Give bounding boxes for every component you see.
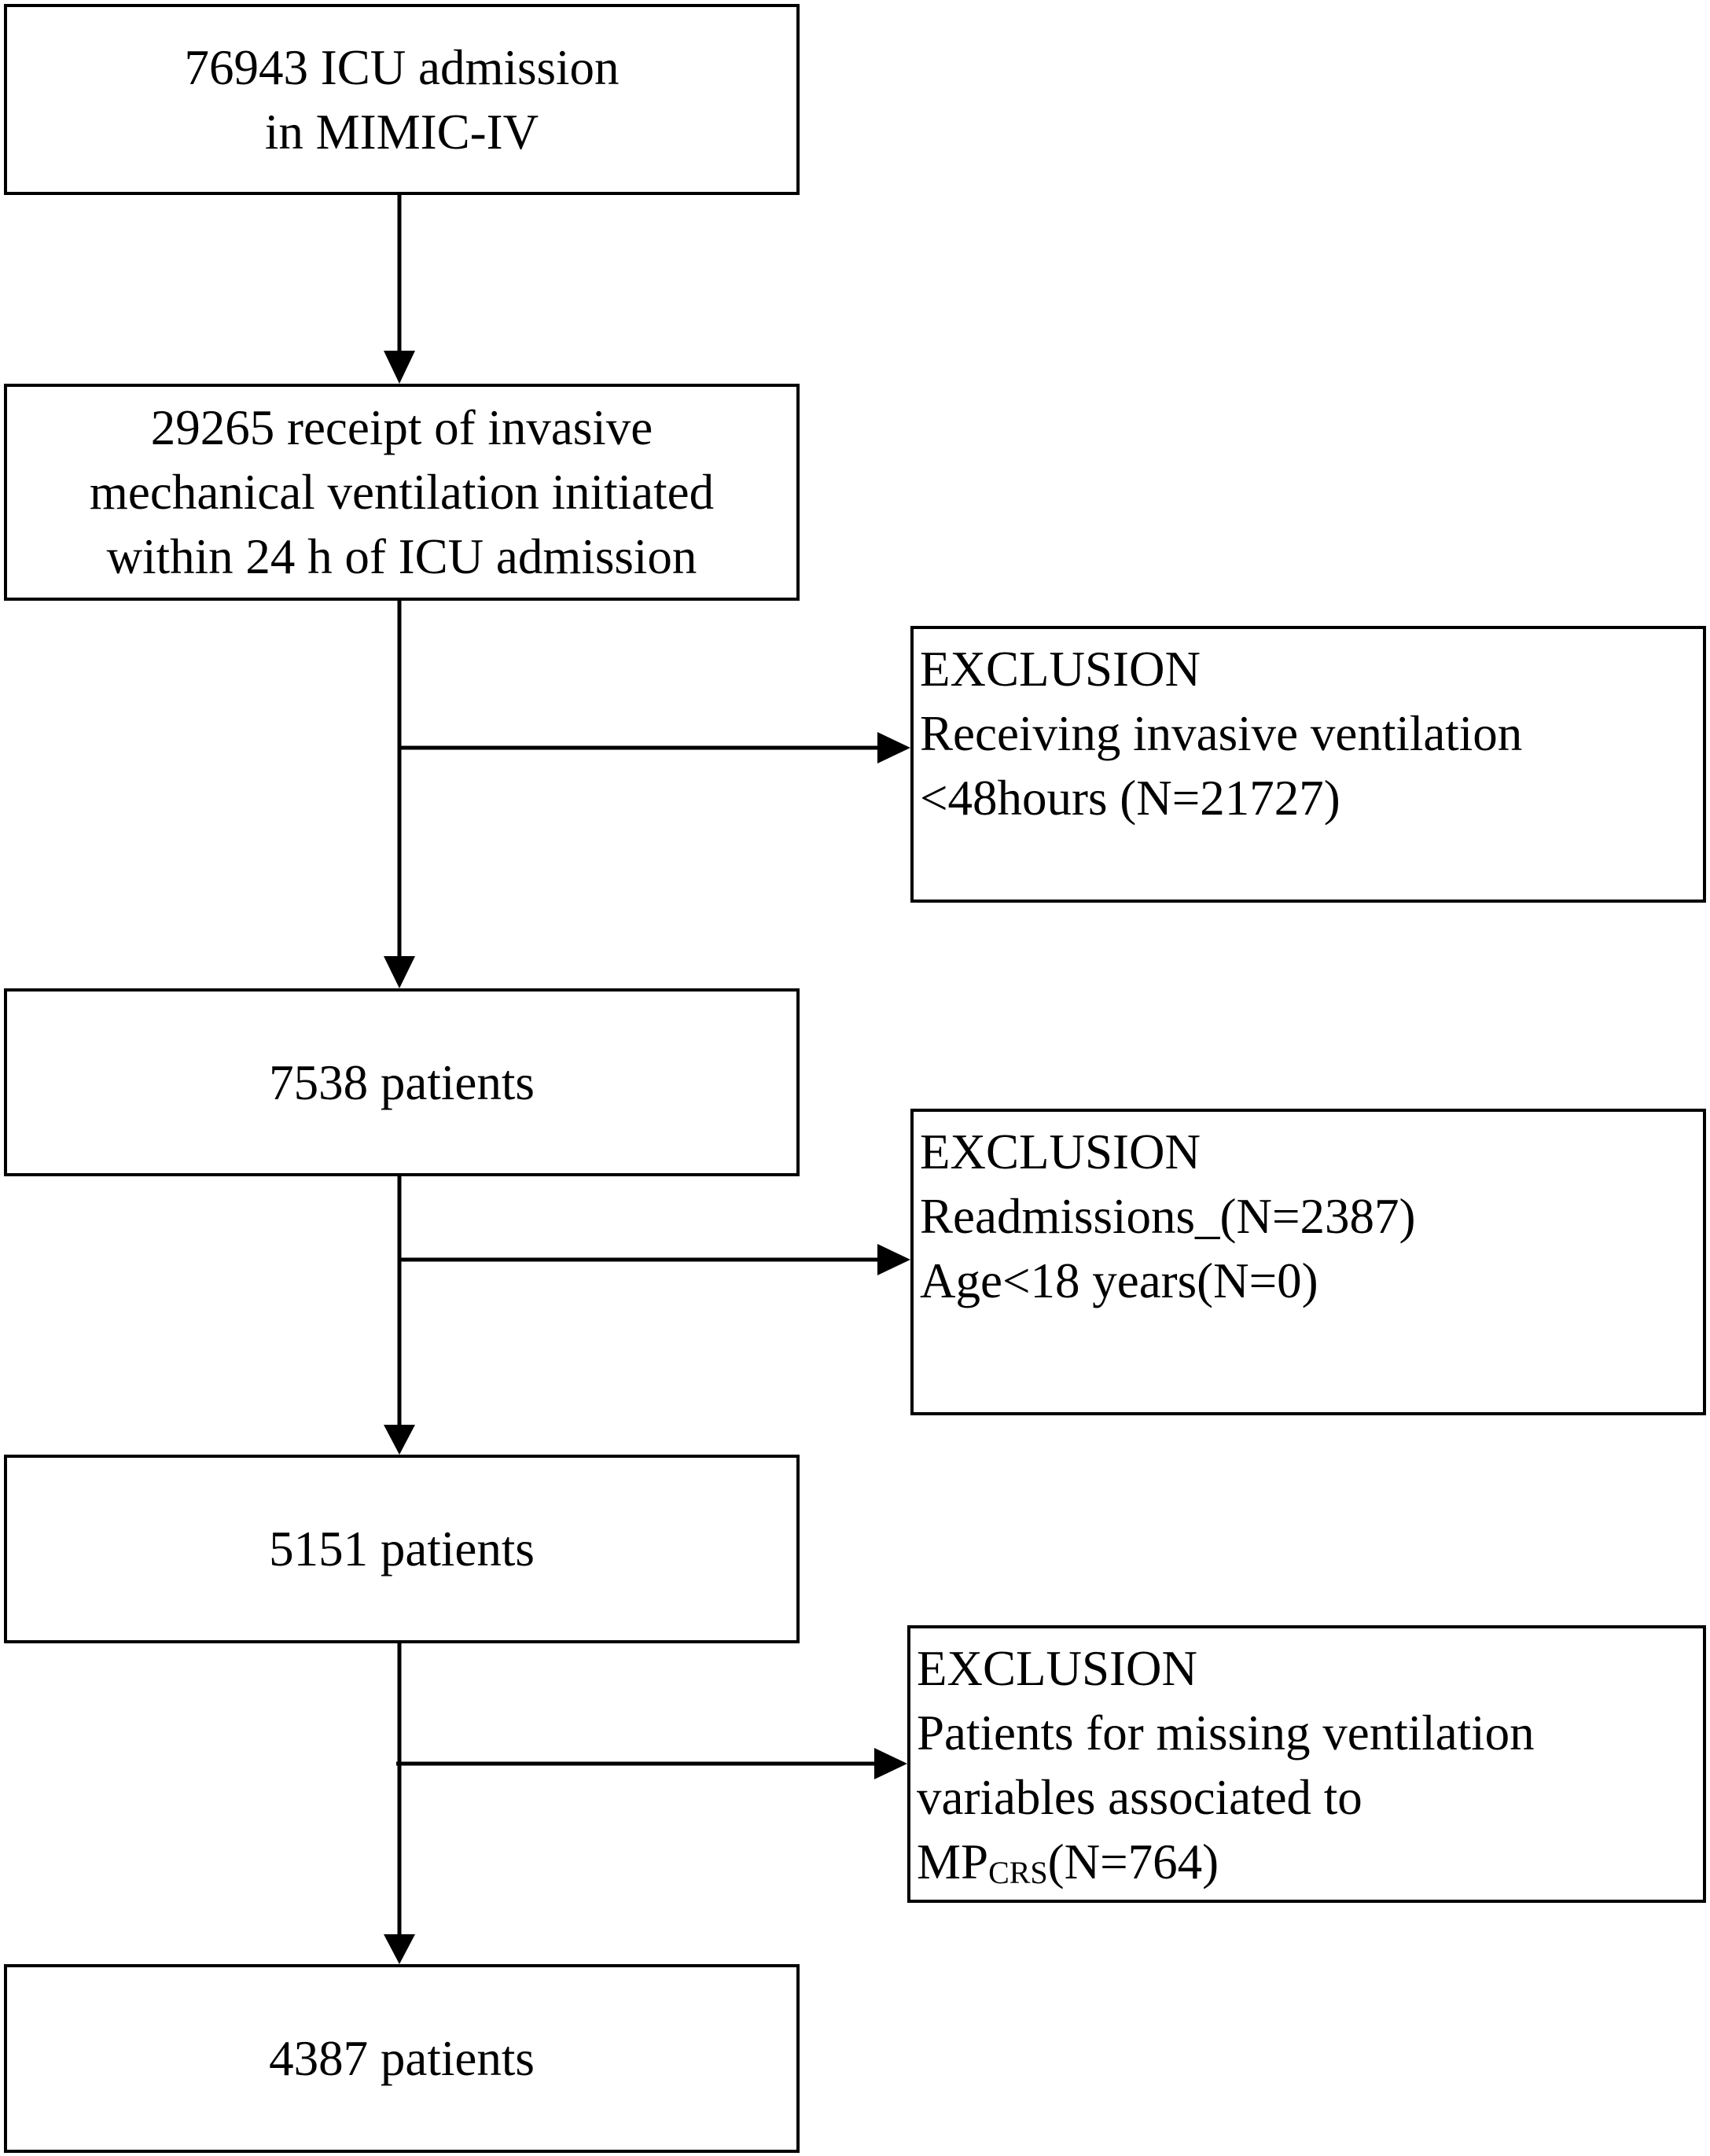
step-text-line: 4387 patients [269, 2031, 535, 2086]
arrowhead-right-icon [874, 1748, 907, 1779]
exclusion-text-line: Patients for missing ventilation [917, 1705, 1535, 1760]
step-box-4387-patients: 4387 patients [4, 1964, 800, 2153]
exclusion-text-line: Age<18 years(N=0) [920, 1253, 1318, 1308]
step-text-line: mechanical ventilation initiated [89, 465, 715, 520]
step-box-7538-patients: 7538 patients [4, 988, 800, 1176]
exclusion-box-missing-variables: EXCLUSION Patients for missing ventilati… [907, 1625, 1706, 1903]
arrowhead-down-icon [384, 956, 415, 988]
exclusion-text-line: variables associated to [917, 1770, 1362, 1825]
exclusion-text-line: Receiving invasive ventilation [920, 706, 1523, 761]
arrowhead-right-icon [877, 1244, 910, 1275]
step-text-line: 7538 patients [269, 1054, 535, 1110]
crs-subscript: CRS [988, 1855, 1048, 1890]
exclusion-box-ventilation-duration: EXCLUSION Receiving invasive ventilation… [910, 626, 1706, 903]
step-box-5151-patients: 5151 patients [4, 1455, 800, 1643]
step-box-invasive-ventilation: 29265 receipt of invasive mechanical ven… [4, 384, 800, 601]
arrowhead-down-icon [384, 1934, 415, 1964]
exclusion-text-line-mp-crs: MPCRS(N=764) [917, 1830, 1703, 1894]
exclusion-box-readmissions-age: EXCLUSION Readmissions_(N=2387) Age<18 y… [910, 1109, 1706, 1415]
exclusion-header: EXCLUSION [920, 1124, 1201, 1179]
step-text-line: 29265 receipt of invasive [150, 400, 653, 455]
arrowhead-down-icon [384, 1425, 415, 1455]
step-text-line: 5151 patients [269, 1521, 535, 1577]
exclusion-header: EXCLUSION [920, 642, 1201, 697]
arrowhead-down-icon [384, 351, 415, 384]
step-box-icu-admissions: 76943 ICU admission in MIMIC-IV [4, 4, 800, 195]
mp-prefix: MP [917, 1834, 989, 1889]
exclusion-header: EXCLUSION [917, 1641, 1197, 1696]
exclusion-text-line: Readmissions_(N=2387) [920, 1189, 1416, 1244]
exclusion-text-line: <48hours (N=21727) [920, 771, 1340, 826]
step-text-line: 76943 ICU admission [184, 39, 620, 95]
step-text-line: within 24 h of ICU admission [106, 529, 697, 584]
mp-count: (N=764) [1047, 1834, 1219, 1889]
step-text-line: in MIMIC-IV [264, 104, 539, 160]
arrowhead-right-icon [877, 732, 910, 763]
